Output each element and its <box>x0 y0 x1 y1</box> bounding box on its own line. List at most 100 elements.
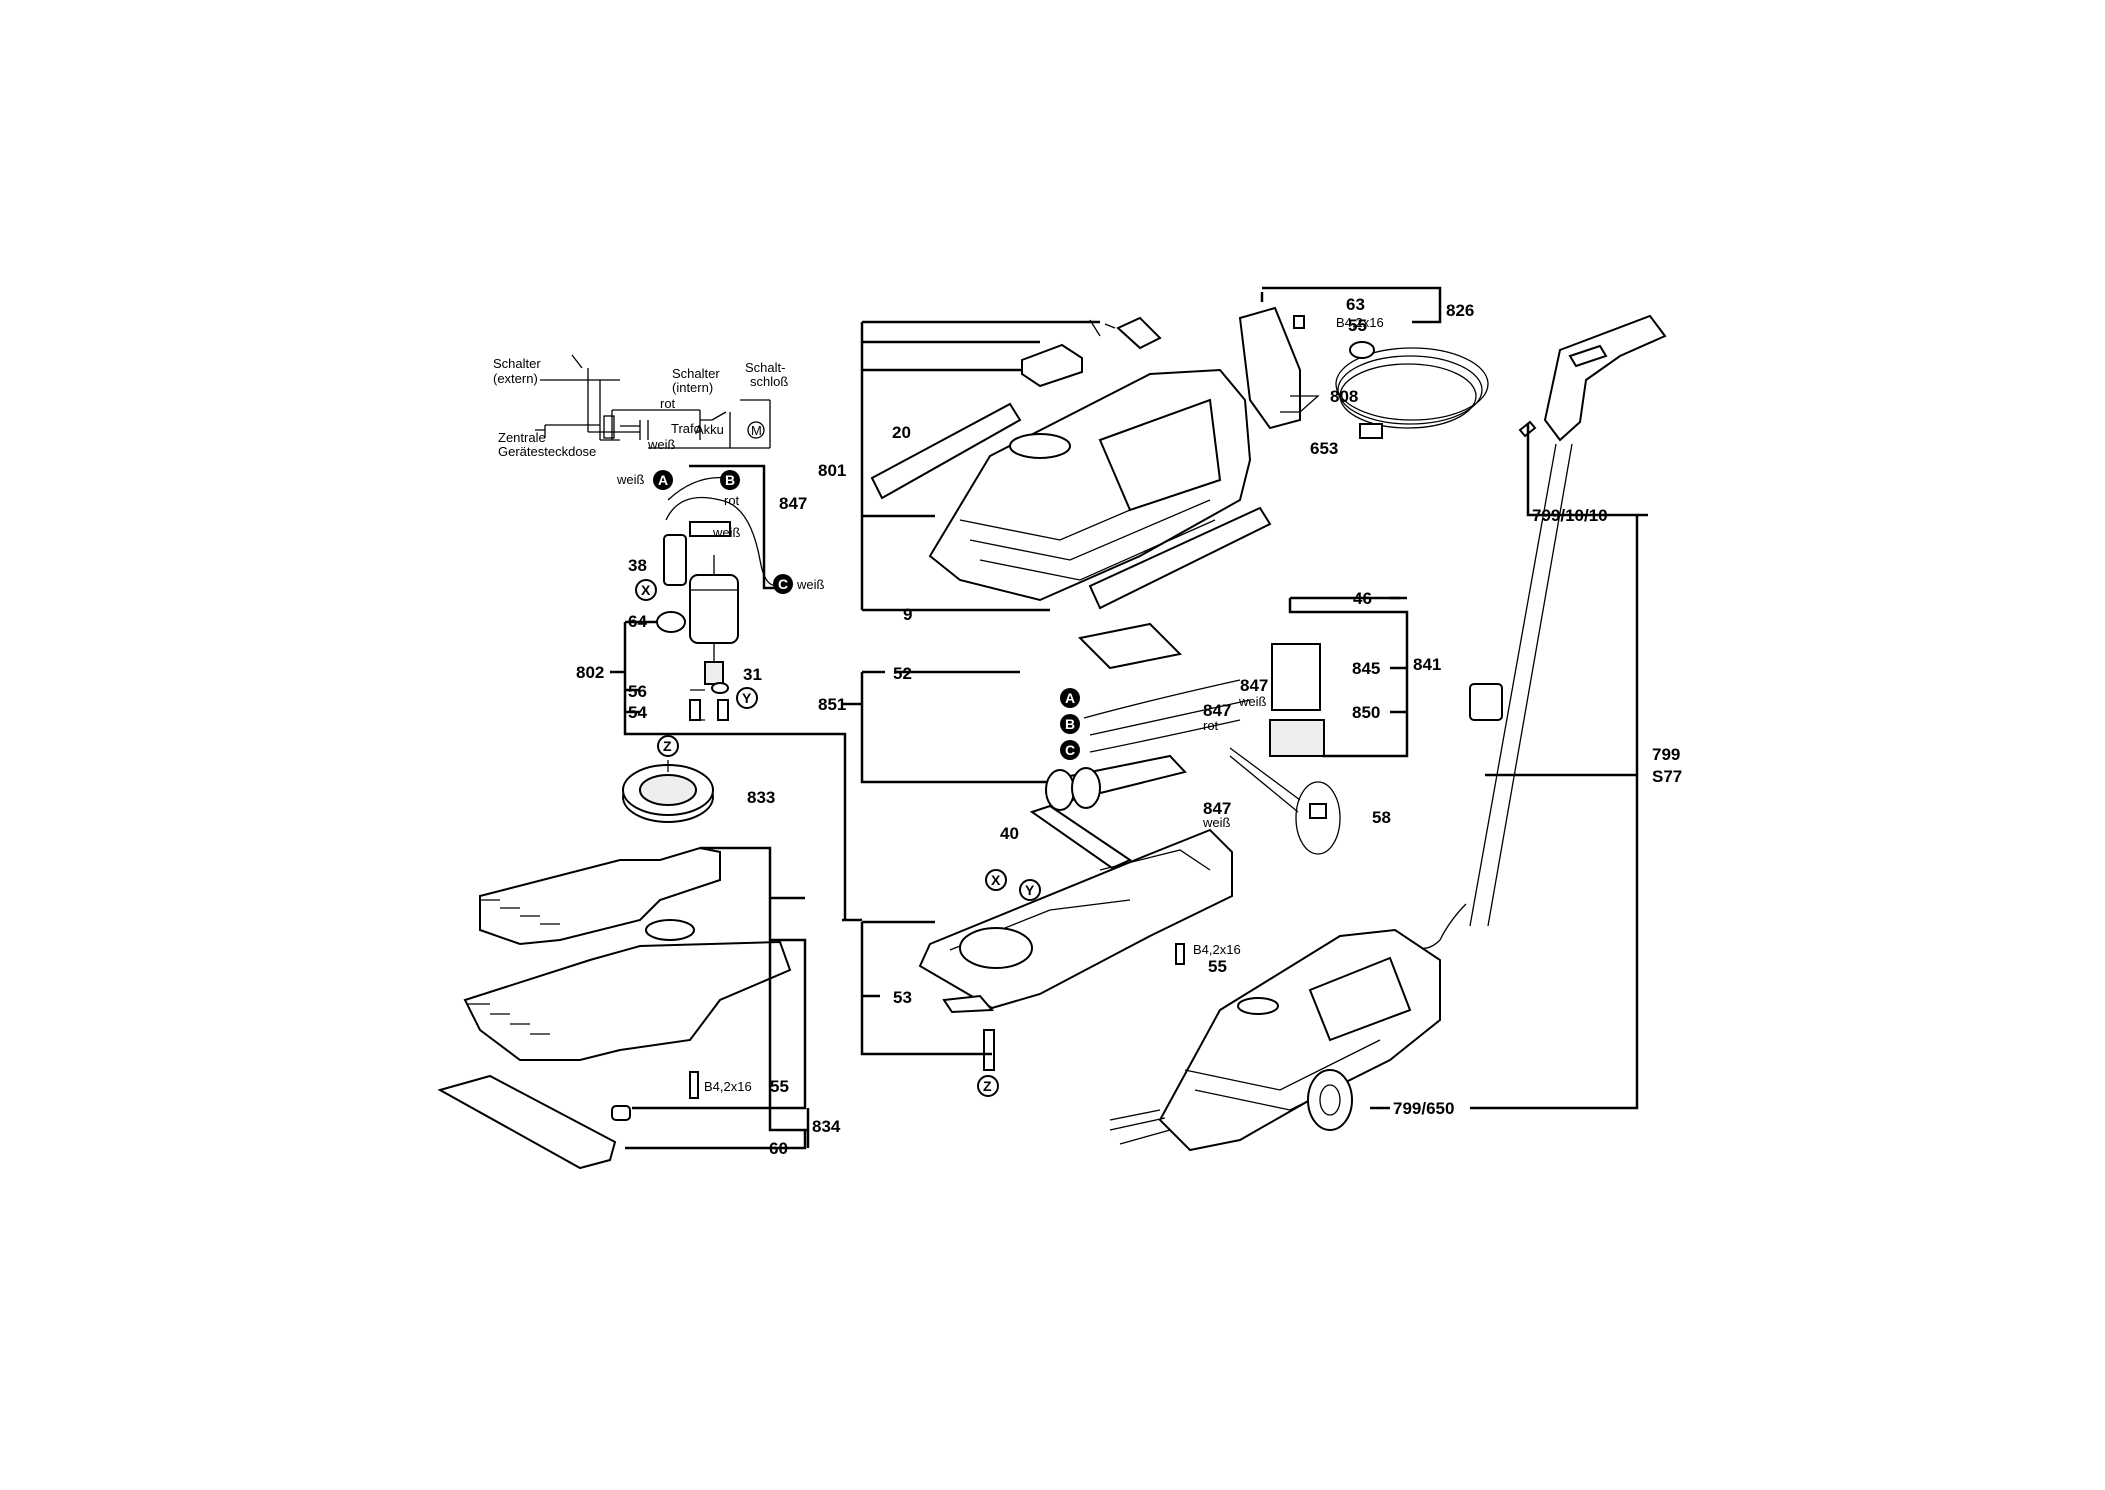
bottom-gear-seat <box>959 927 1033 969</box>
schematic-keyswitch-1: Schalt- <box>745 360 785 375</box>
marker-y-motor <box>736 687 758 709</box>
lower-blade-teeth <box>468 1003 550 1035</box>
schematic-wire-rot: rot <box>660 396 676 411</box>
bracket-53 <box>842 918 992 1056</box>
part-55-base: 55 <box>1208 957 1227 976</box>
marker-b-motor-text: B <box>725 472 735 488</box>
battery-module <box>842 596 1409 870</box>
capacitor-38 <box>663 534 687 586</box>
switch-knob <box>1021 343 1083 388</box>
upper-blade <box>479 846 721 946</box>
marker-y-motor-text: Y <box>742 690 752 706</box>
bracket-851 <box>842 670 1082 784</box>
part-847-motor: 847 <box>779 494 807 513</box>
part-851: 851 <box>818 695 846 714</box>
part-numbers: 9 20 31 38 40 46 52 53 54 55 55 55 56 58… <box>576 295 1682 1158</box>
part-802: 802 <box>576 663 604 682</box>
schematic-wire-weiss: weiß <box>647 437 676 452</box>
part-847-battery-bottom: 847 <box>1203 799 1231 818</box>
marker-z-gear-text: Z <box>663 738 672 754</box>
marker-b-battery <box>1060 714 1080 734</box>
marker-b-motor <box>720 470 740 490</box>
marker-a-battery <box>1060 688 1080 708</box>
blade-assembly <box>437 846 810 1170</box>
wire-labels: weiß rot weiß weiß weiß rot weiß B4,2x16… <box>616 315 1384 1094</box>
marker-z-base <box>977 1075 999 1097</box>
label-weiss-847-bottom: weiß <box>1202 815 1231 830</box>
label-rot-b: rot <box>724 493 740 508</box>
marker-y-base <box>1019 879 1041 901</box>
cord-coil-2 <box>1337 355 1483 425</box>
transformer <box>1269 719 1325 757</box>
markers: A B C X Y Z A B C X Y Z <box>635 470 1080 1097</box>
guide-ring <box>645 919 695 941</box>
label-b42x16-base: B4,2x16 <box>1193 942 1241 957</box>
part-53: 53 <box>893 988 912 1007</box>
part-845: 845 <box>1352 659 1380 678</box>
seal-strip-9 <box>1088 506 1272 610</box>
part-850: 850 <box>1352 703 1380 722</box>
part-799-10-10: 799/10/10 <box>1532 506 1608 525</box>
marker-a-motor <box>653 470 673 490</box>
marker-x-motor-text: X <box>641 582 651 598</box>
pin-z <box>983 1029 995 1071</box>
cord-coil-1 <box>1335 347 1489 421</box>
spring <box>1089 319 1116 337</box>
lower-blade <box>463 940 792 1061</box>
handle-joint <box>1419 903 1467 949</box>
schematic-socket-2: Gerätesteckdose <box>498 444 596 459</box>
part-801: 801 <box>818 461 846 480</box>
part-841: 841 <box>1413 655 1441 674</box>
schematic-switch-external-1: Schalter <box>493 356 541 371</box>
marker-z-base-text: Z <box>983 1078 992 1094</box>
trimmer-switch <box>1237 997 1279 1015</box>
marker-c-motor <box>773 574 793 594</box>
connector-58 <box>1309 803 1327 819</box>
handle-tube <box>1469 443 1573 927</box>
screw-lines <box>690 689 705 721</box>
cord-plug <box>1349 341 1375 359</box>
schematic-wiring <box>535 354 771 449</box>
part-52: 52 <box>893 664 912 683</box>
marker-x-base-text: X <box>991 872 1001 888</box>
handle-button <box>1568 344 1608 368</box>
screw-55-left <box>689 1071 699 1099</box>
bracket-801 <box>860 320 1100 612</box>
part-54: 54 <box>628 703 647 722</box>
washer-56 <box>711 682 729 694</box>
schematic-switch-external-2: (extern) <box>493 371 538 386</box>
battery-wires <box>1083 679 1251 753</box>
connector-58-leads <box>1229 747 1301 813</box>
schematic-keyswitch-2: schloß <box>750 374 788 389</box>
marker-x-base <box>985 869 1007 891</box>
label-weiss-847-top: weiß <box>1238 694 1267 709</box>
motor-symbol <box>747 421 765 439</box>
schematic-plug <box>603 415 615 439</box>
part-799: 799 <box>1652 745 1680 764</box>
marker-z-gear <box>657 735 679 757</box>
part-55-cord: 55 <box>1348 316 1367 335</box>
part-834: 834 <box>812 1117 841 1136</box>
label-weiss-a: weiß <box>616 472 645 487</box>
part-40: 40 <box>1000 824 1019 843</box>
part-808: 808 <box>1330 387 1358 406</box>
part-799-650: 799/650 <box>1393 1099 1454 1118</box>
pinion <box>704 661 724 685</box>
trimmer-teeth <box>1109 1109 1171 1145</box>
upper-blade-teeth <box>480 899 560 925</box>
screw-55-base <box>1175 943 1185 965</box>
part-9: 9 <box>903 605 912 624</box>
marker-c-battery-text: C <box>1065 742 1075 758</box>
screw-54 <box>689 699 701 721</box>
schematic-motor: M <box>751 423 762 438</box>
cell-1 <box>1045 769 1075 811</box>
motor-wires <box>665 496 781 587</box>
part-55-blade: 55 <box>770 1077 789 1096</box>
handle-grip <box>1543 314 1667 442</box>
gear-inner <box>639 774 697 806</box>
schematic-switch-internal-1: Schalter <box>672 366 720 381</box>
gear-833 <box>622 760 714 823</box>
part-847-battery-top: 847 <box>1240 676 1268 695</box>
schematic-akku: Akku <box>695 422 724 437</box>
